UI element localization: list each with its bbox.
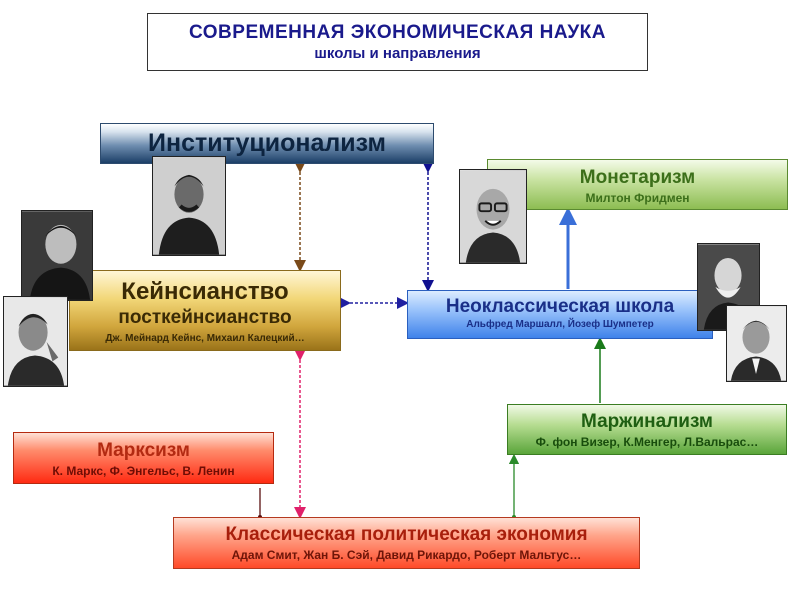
portrait-veblen bbox=[152, 156, 226, 256]
portrait-friedman bbox=[459, 169, 527, 264]
classical-box: Классическая политическая экономия Адам … bbox=[173, 517, 640, 569]
page-title: СОВРЕМЕННАЯ ЭКОНОМИЧЕСКАЯ НАУКА bbox=[189, 22, 606, 43]
portrait-kalecki bbox=[3, 296, 68, 387]
keynesianism-label: Кейнсианство bbox=[121, 278, 289, 305]
person-silhouette-icon bbox=[153, 157, 225, 255]
institutionalism-label: Институционализм bbox=[148, 129, 386, 157]
neoclassical-box: Неоклассическая школа Альфред Маршалл, Й… bbox=[407, 290, 713, 339]
person-silhouette-icon bbox=[4, 297, 67, 386]
marxism-box: Марксизм К. Маркс, Ф. Энгельс, В. Ленин bbox=[13, 432, 274, 484]
marginalism-box: Маржинализм Ф. фон Визер, К.Менгер, Л.Ва… bbox=[507, 404, 787, 455]
monetarism-label: Монетаризм bbox=[579, 167, 696, 188]
monetarism-people: Милтон Фридмен bbox=[585, 191, 690, 205]
marginalism-people: Ф. фон Визер, К.Менгер, Л.Вальрас… bbox=[535, 435, 759, 449]
keynesianism-people: Дж. Мейнард Кейнс, Михаил Калецкий… bbox=[105, 333, 305, 344]
institutionalism-box: Институционализм bbox=[100, 123, 434, 164]
marxism-label: Марксизм bbox=[97, 440, 190, 461]
monetarism-box: Монетаризм Милтон Фридмен bbox=[487, 159, 788, 210]
neoclassical-people: Альфред Маршалл, Йозеф Шумпетер bbox=[466, 319, 654, 330]
page-subtitle: школы и направления bbox=[314, 45, 481, 62]
person-silhouette-icon bbox=[22, 211, 92, 300]
person-silhouette-icon bbox=[727, 306, 786, 381]
portrait-schumpeter bbox=[726, 305, 787, 382]
classical-label: Классическая политическая экономия bbox=[225, 524, 588, 545]
person-silhouette-icon bbox=[460, 170, 526, 263]
keynesianism-sub: посткейнсианство bbox=[118, 307, 292, 328]
title-box: СОВРЕМЕННАЯ ЭКОНОМИЧЕСКАЯ НАУКА школы и … bbox=[147, 13, 648, 71]
marxism-people: К. Маркс, Ф. Энгельс, В. Ленин bbox=[52, 464, 235, 478]
keynesianism-box: Кейнсианство посткейнсианство Дж. Мейнар… bbox=[69, 270, 341, 351]
marginalism-label: Маржинализм bbox=[581, 411, 713, 432]
classical-people: Адам Смит, Жан Б. Сэй, Давид Рикардо, Ро… bbox=[231, 548, 582, 562]
neoclassical-label: Неоклассическая школа bbox=[445, 296, 675, 317]
portrait-keynes bbox=[21, 210, 93, 301]
